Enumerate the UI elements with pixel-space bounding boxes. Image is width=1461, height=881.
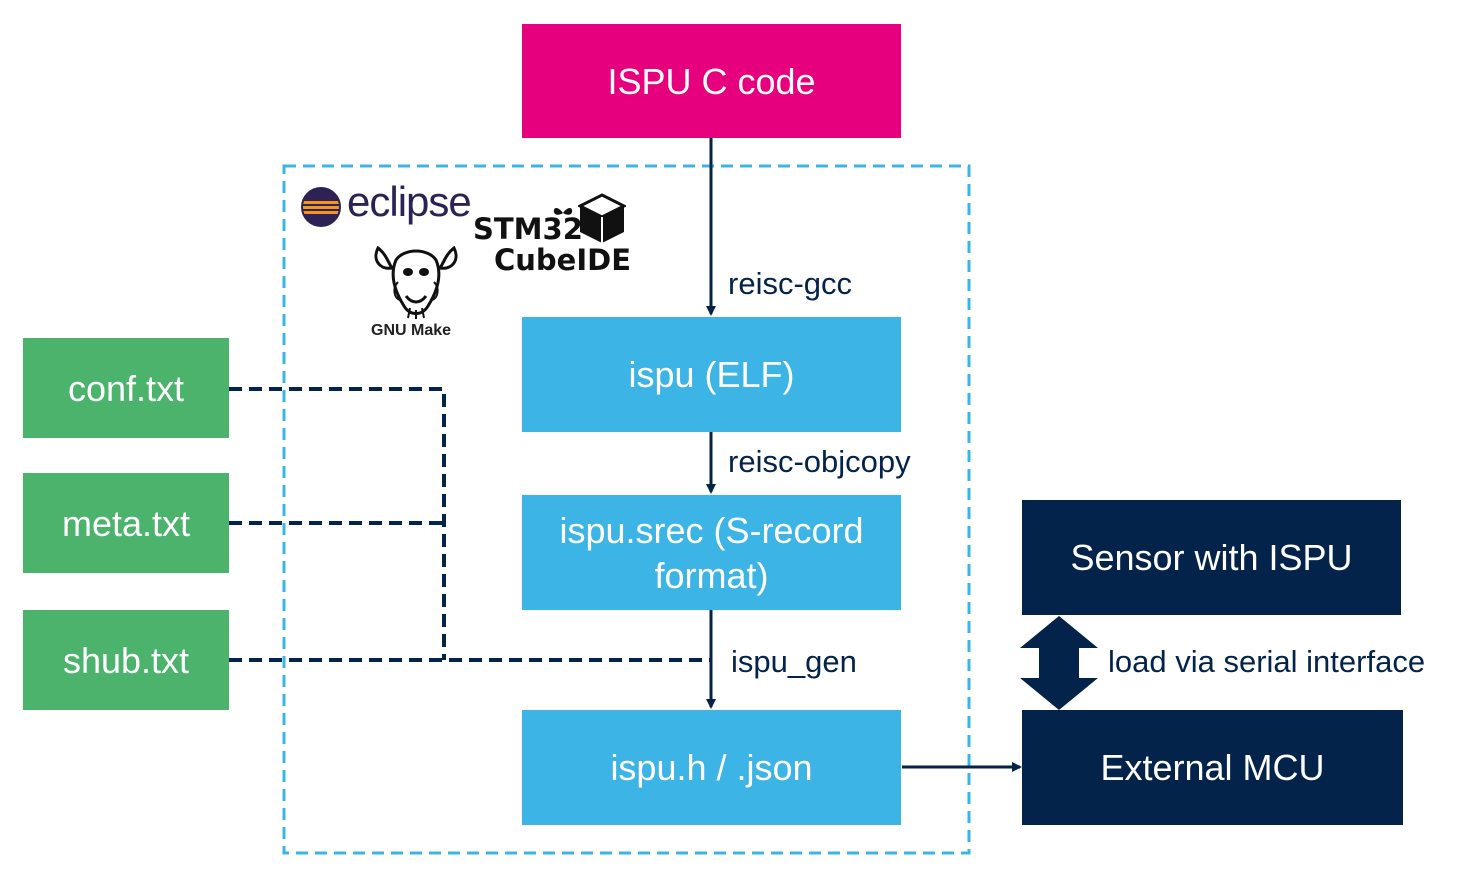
dashed-conf-line xyxy=(229,387,446,660)
eclipse-logo-icon xyxy=(301,187,341,227)
ispu-srec-box: ispu.srec (S-record format) xyxy=(522,495,901,610)
shub-txt-box: shub.txt xyxy=(23,610,229,710)
ispu-gen-label: ispu_gen xyxy=(731,644,857,679)
meta-txt-box: meta.txt xyxy=(23,473,229,573)
ispu-elf-label: ispu (ELF) xyxy=(628,354,795,395)
reisc-gcc-label: reisc-gcc xyxy=(728,266,853,301)
ispu-c-code-box: ISPU C code xyxy=(522,24,901,138)
ispu-elf-box: ispu (ELF) xyxy=(522,317,901,432)
ispu-srec-label: ispu.srec (S-record format) xyxy=(559,509,864,596)
toolchain-frame xyxy=(282,164,971,855)
stm32-butterfly-icon xyxy=(553,208,573,215)
shub-txt-label: shub.txt xyxy=(62,639,190,681)
external-mcu-box: External MCU xyxy=(1022,710,1403,825)
gnu-make-logo-text: GNU Make xyxy=(371,322,452,339)
reisc-objcopy-label: reisc-objcopy xyxy=(728,444,911,479)
sensor-with-ispu-label: Sensor with ISPU xyxy=(1070,537,1353,578)
eclipse-logo-text: eclipse xyxy=(347,178,472,225)
meta-txt-label: meta.txt xyxy=(61,502,191,544)
stm32-logo-text: STM32 xyxy=(473,212,583,246)
ispu-h-json-box: ispu.h / .json xyxy=(522,710,901,825)
sensor-with-ispu-box: Sensor with ISPU xyxy=(1022,500,1401,615)
cubeide-logo-text: CubeIDE xyxy=(494,243,632,277)
conf-txt-box: conf.txt xyxy=(23,338,229,438)
gnu-head-icon xyxy=(374,245,458,319)
bidirectional-arrow xyxy=(1020,616,1098,710)
ispu-h-json-label: ispu.h / .json xyxy=(610,747,813,788)
conf-txt-label: conf.txt xyxy=(67,367,185,409)
ispu-c-code-label: ISPU C code xyxy=(607,60,816,102)
stm32-cube-icon xyxy=(578,193,626,243)
external-mcu-label: External MCU xyxy=(1100,747,1325,788)
load-via-serial-label: load via serial interface xyxy=(1108,644,1426,679)
